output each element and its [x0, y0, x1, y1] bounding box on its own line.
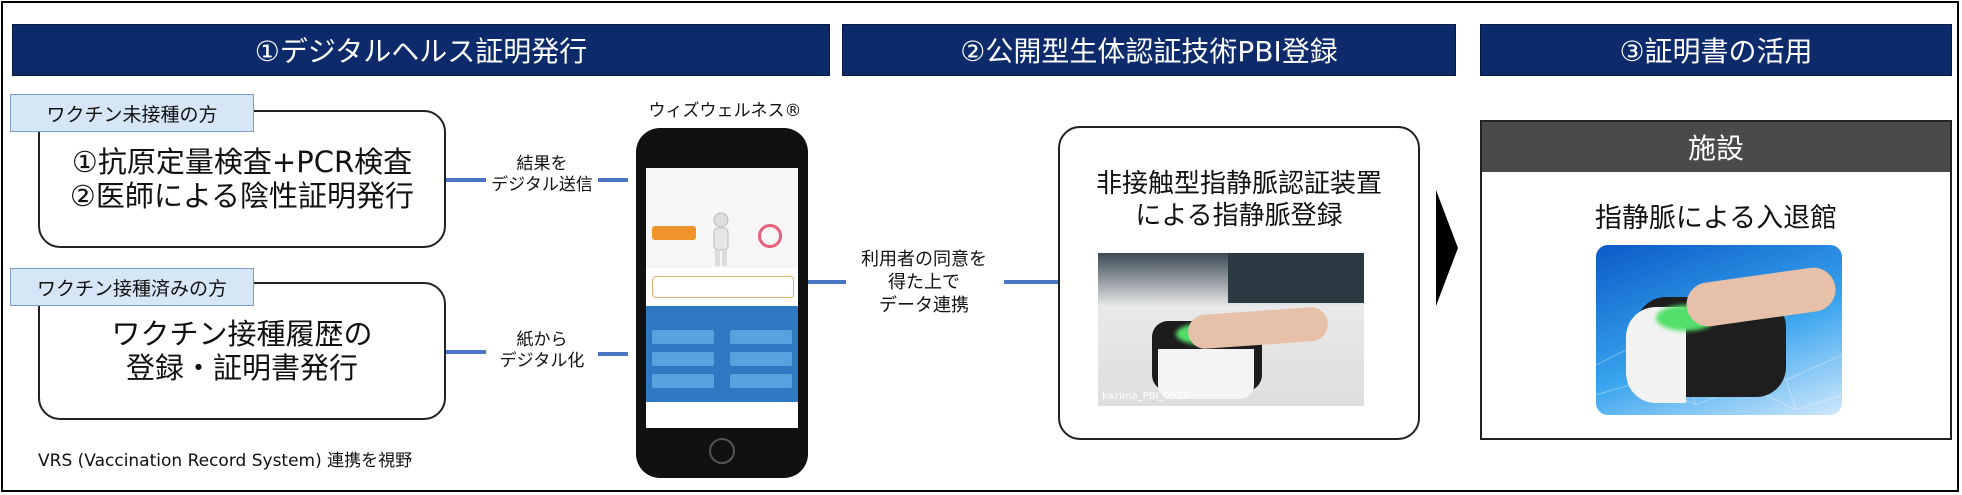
- facility-title: 施設: [1482, 122, 1950, 172]
- app-nav-bar: [646, 402, 798, 428]
- unvaccinated-box: ①抗原定量検査+PCR検査 ②医師による陰性証明発行: [38, 110, 446, 248]
- vaccinated-line1: ワクチン接種履歴の: [111, 317, 373, 351]
- connector-consent-left: [808, 280, 846, 284]
- app-menu-panel: [646, 306, 798, 416]
- label-paper-digital: 紙から デジタル化: [499, 330, 585, 371]
- connector-paper-2: [598, 352, 628, 356]
- header-step3: ③証明書の活用: [1480, 24, 1952, 76]
- connector-digital-send: [446, 178, 486, 182]
- header-step2: ②公開型生体認証技術PBI登録: [842, 24, 1456, 76]
- app-orange-badge: [652, 226, 696, 240]
- app-screen: [646, 168, 798, 428]
- label-digital-send: 結果を デジタル送信: [491, 154, 593, 195]
- hand-shape: [1186, 306, 1330, 350]
- registration-line1: 非接触型指静脈認証装置: [1095, 169, 1382, 199]
- home-button: [709, 438, 735, 464]
- monitor-shape: [1228, 253, 1364, 303]
- vaccinated-line2: 登録・証明書発行: [125, 351, 358, 385]
- label-consent: 利用者の同意を 得た上で データ連携: [861, 249, 987, 316]
- unvaccinated-line2: ②医師による陰性証明発行: [69, 179, 415, 213]
- avatar-figure-icon: [708, 212, 734, 268]
- connector-digital-send-2: [598, 178, 628, 182]
- device-base: [1158, 349, 1254, 399]
- vaccinated-tag: ワクチン接種済みの方: [10, 268, 254, 306]
- unvaccinated-line1: ①抗原定量検査+PCR検査: [71, 145, 413, 179]
- vein-access-photo: [1596, 245, 1842, 415]
- connector-consent-right: [1004, 280, 1062, 284]
- facility-text: 指静脈による入退館: [1594, 203, 1838, 234]
- unvaccinated-tag: ワクチン未接種の方: [10, 94, 254, 132]
- app-brand: ウィズウェルネス®: [648, 101, 802, 121]
- vein-device-photo: kazima_PBI_0929: [1098, 253, 1364, 406]
- smartphone-mockup: [636, 128, 808, 478]
- app-gauge-icon: [758, 224, 782, 248]
- flow-chevron-icon: [1436, 190, 1458, 306]
- app-message-bar: [652, 276, 794, 298]
- header-step1: ①デジタルヘルス証明発行: [12, 24, 830, 76]
- photo-caption: kazima_PBI_0929: [1102, 391, 1189, 402]
- connector-paper: [446, 350, 486, 354]
- registration-line2: による指静脈登録: [1135, 201, 1343, 231]
- vrs-note: VRS (Vaccination Record System) 連携を視野: [38, 451, 413, 471]
